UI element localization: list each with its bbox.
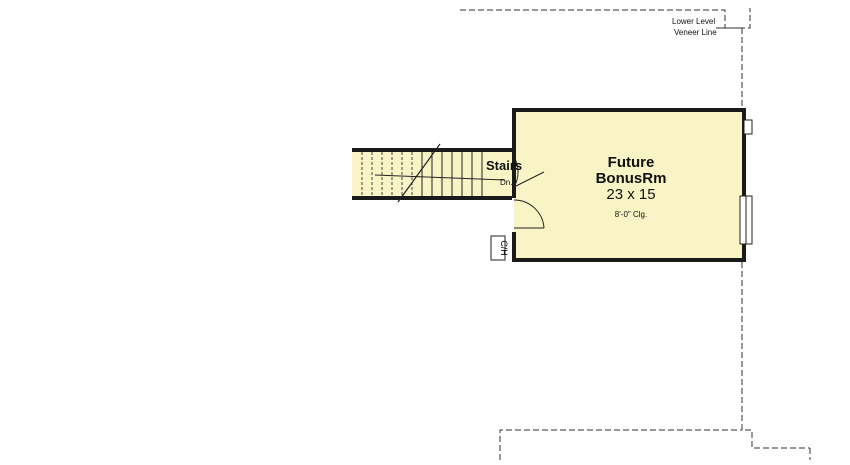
stairs-label: Stairs (486, 158, 522, 173)
stairs-direction: Dn. (500, 178, 512, 187)
wall-outlet (743, 119, 753, 135)
stair-treads (361, 152, 413, 196)
closet-tag-box (490, 235, 506, 261)
door-swing-lower (513, 199, 545, 229)
veneer-line-label: Veneer Line (674, 28, 717, 37)
room-dimensions: 23 x 15 (606, 186, 655, 203)
bonus-room (512, 108, 753, 262)
room-name: Future (608, 154, 655, 171)
stair-treads-solid (421, 152, 483, 196)
ceiling-height: 8'-0" Clg. (615, 210, 647, 219)
stair-break-line (397, 143, 441, 203)
room-name-2: BonusRm (596, 170, 667, 187)
closet-tag: C/H (499, 240, 509, 256)
lower-level-label: Lower Level (672, 17, 715, 26)
stairs (352, 143, 512, 203)
stair-direction-line (374, 174, 506, 181)
door-swing-upper (513, 156, 519, 188)
